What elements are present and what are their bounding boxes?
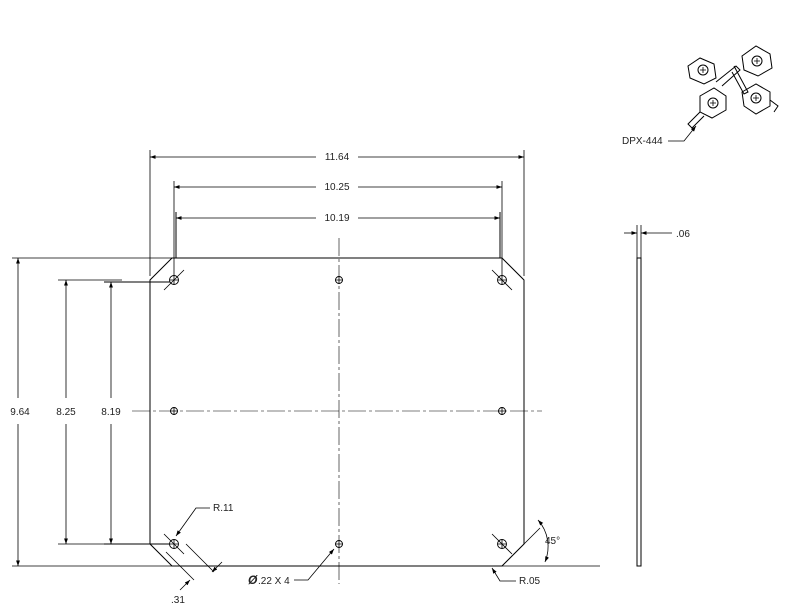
dimension-hole-spacing-inner: 10.19 <box>176 213 500 224</box>
side-view: .06 <box>624 225 690 567</box>
label-chamfer-angle: 45° <box>545 536 560 547</box>
dimension-edge-offset: .31 <box>165 543 223 606</box>
label-overall-width: 11.64 <box>325 152 350 163</box>
label-height-outer: 8.25 <box>56 407 76 418</box>
label-diameter-symbol: Ø <box>248 573 258 587</box>
clip-bottom-right <box>741 83 779 115</box>
clip-bottom-left <box>687 87 727 129</box>
dimension-height-outer: 8.25 <box>56 280 76 544</box>
dimension-height-inner: 8.19 <box>101 282 121 544</box>
label-thickness: .06 <box>676 229 690 240</box>
callout-chamfer-angle: 45° <box>523 519 560 563</box>
dimension-hole-spacing-outer: 10.25 <box>174 182 502 193</box>
callout-hole-size: Ø .22 X 4 <box>248 548 335 587</box>
label-edge-radius: R.05 <box>519 576 541 587</box>
label-part-number: DPX-444 <box>622 136 663 147</box>
label-hole-spacing-outer: 10.25 <box>324 182 349 193</box>
callout-edge-radius: R.05 <box>491 567 541 587</box>
label-height-inner: 8.19 <box>101 407 121 418</box>
clip-top-right <box>741 45 773 77</box>
center-lines <box>132 238 542 584</box>
clip-top-left <box>687 57 717 85</box>
extension-lines <box>12 150 600 567</box>
dimension-overall-width: 11.64 <box>150 152 524 163</box>
label-hole-spacing-inner: 10.19 <box>324 213 349 224</box>
label-edge-offset: .31 <box>171 595 185 606</box>
plate-outline <box>149 257 525 567</box>
dimension-overall-height: 9.64 <box>10 258 30 566</box>
label-hole-callout: .22 X 4 <box>258 576 290 587</box>
mounting-holes <box>163 269 513 555</box>
label-overall-height: 9.64 <box>10 407 30 418</box>
label-corner-radius: R.11 <box>213 503 234 514</box>
hardware-kit-sketch: DPX-444 <box>622 45 779 147</box>
callout-corner-radius: R.11 <box>175 503 234 537</box>
allen-key-icon <box>715 65 749 95</box>
